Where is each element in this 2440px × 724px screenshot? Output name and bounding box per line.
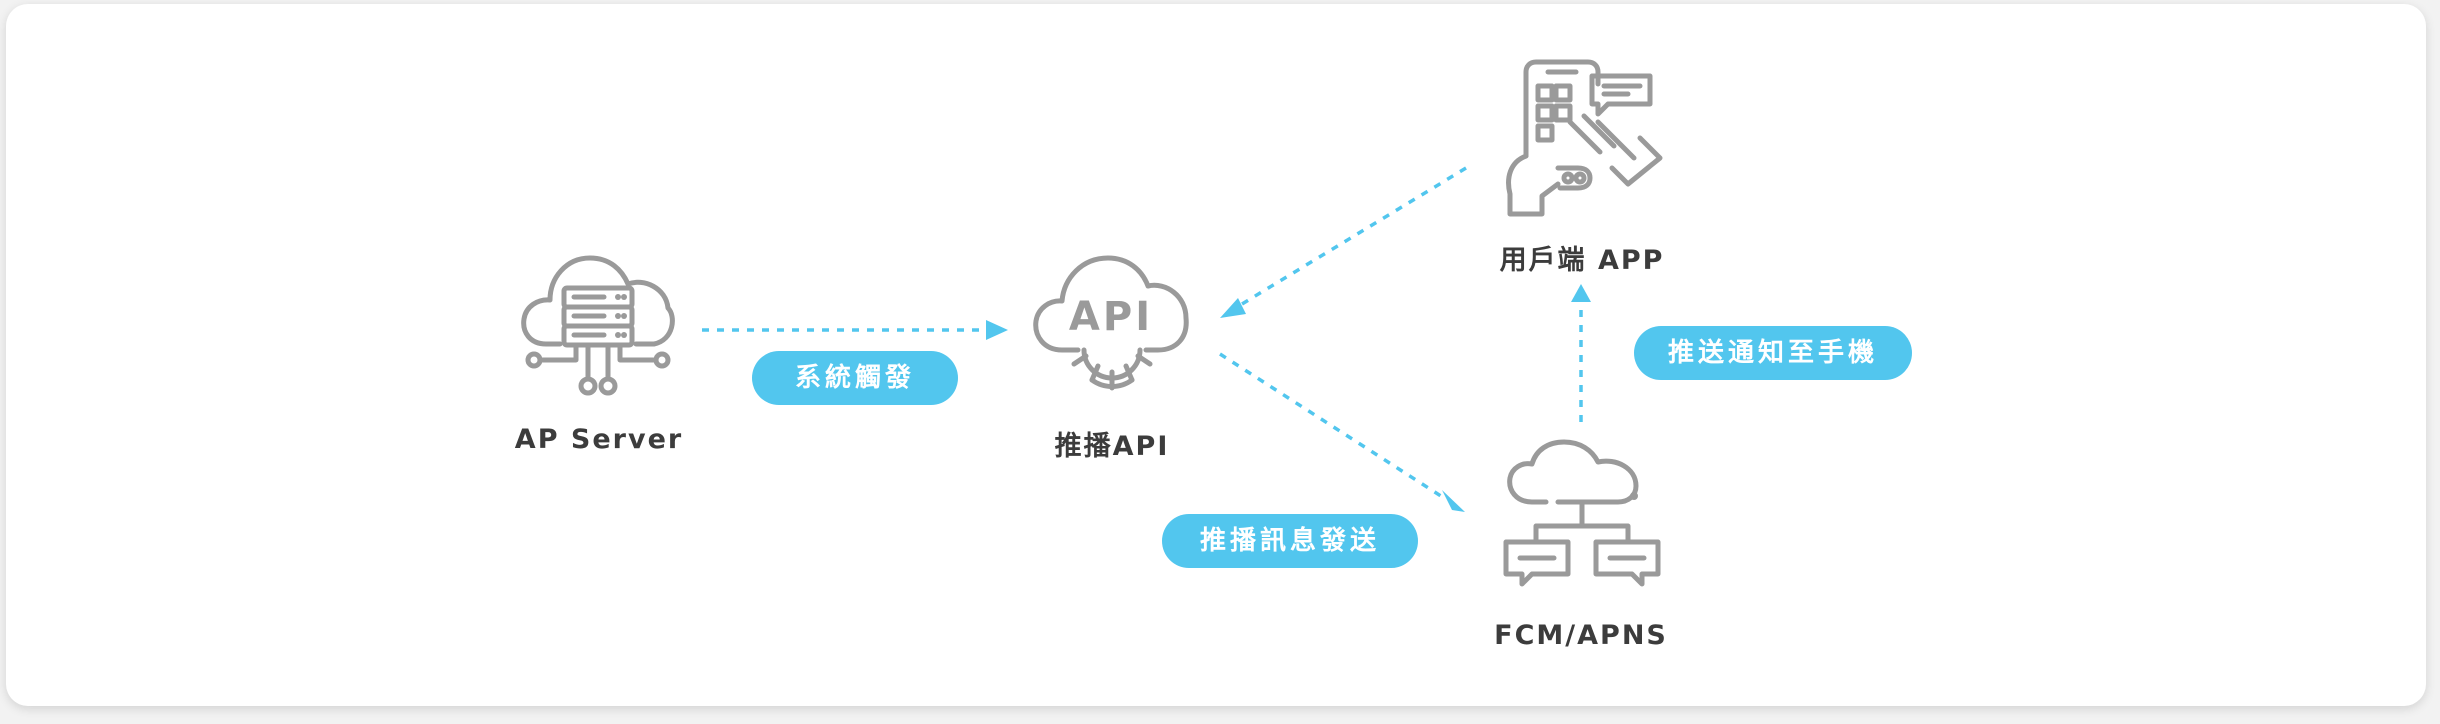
arrow-app-to-api-line <box>1241 166 1467 306</box>
arrow-head-api-return <box>1220 298 1246 318</box>
cloud-network-chat-icon <box>1500 438 1664 602</box>
diagram-card <box>6 4 2426 706</box>
arrow-head-fcm <box>1442 490 1465 512</box>
mobile-app-touch-icon <box>1500 58 1664 218</box>
fcm-apns-label: FCM/APNS <box>1494 620 1668 651</box>
push-send-pill: 推播訊息發送 <box>1162 514 1418 568</box>
cloud-server-icon <box>518 252 678 402</box>
arrow-head-app <box>1571 284 1591 302</box>
api-icon-text: API <box>1069 294 1153 340</box>
arrow-api-to-fcm-line <box>1219 352 1445 500</box>
cloud-api-gear-icon: API <box>1030 246 1194 410</box>
system-trigger-pill: 系統觸發 <box>752 351 958 405</box>
push-to-phone-pill: 推送通知至手機 <box>1634 326 1912 380</box>
client-app-label: 用戶端 APP <box>1499 245 1665 276</box>
arrow-head-api <box>986 320 1008 340</box>
ap-server-label: AP Server <box>514 424 684 455</box>
push-api-label: 推播API <box>1054 431 1170 462</box>
